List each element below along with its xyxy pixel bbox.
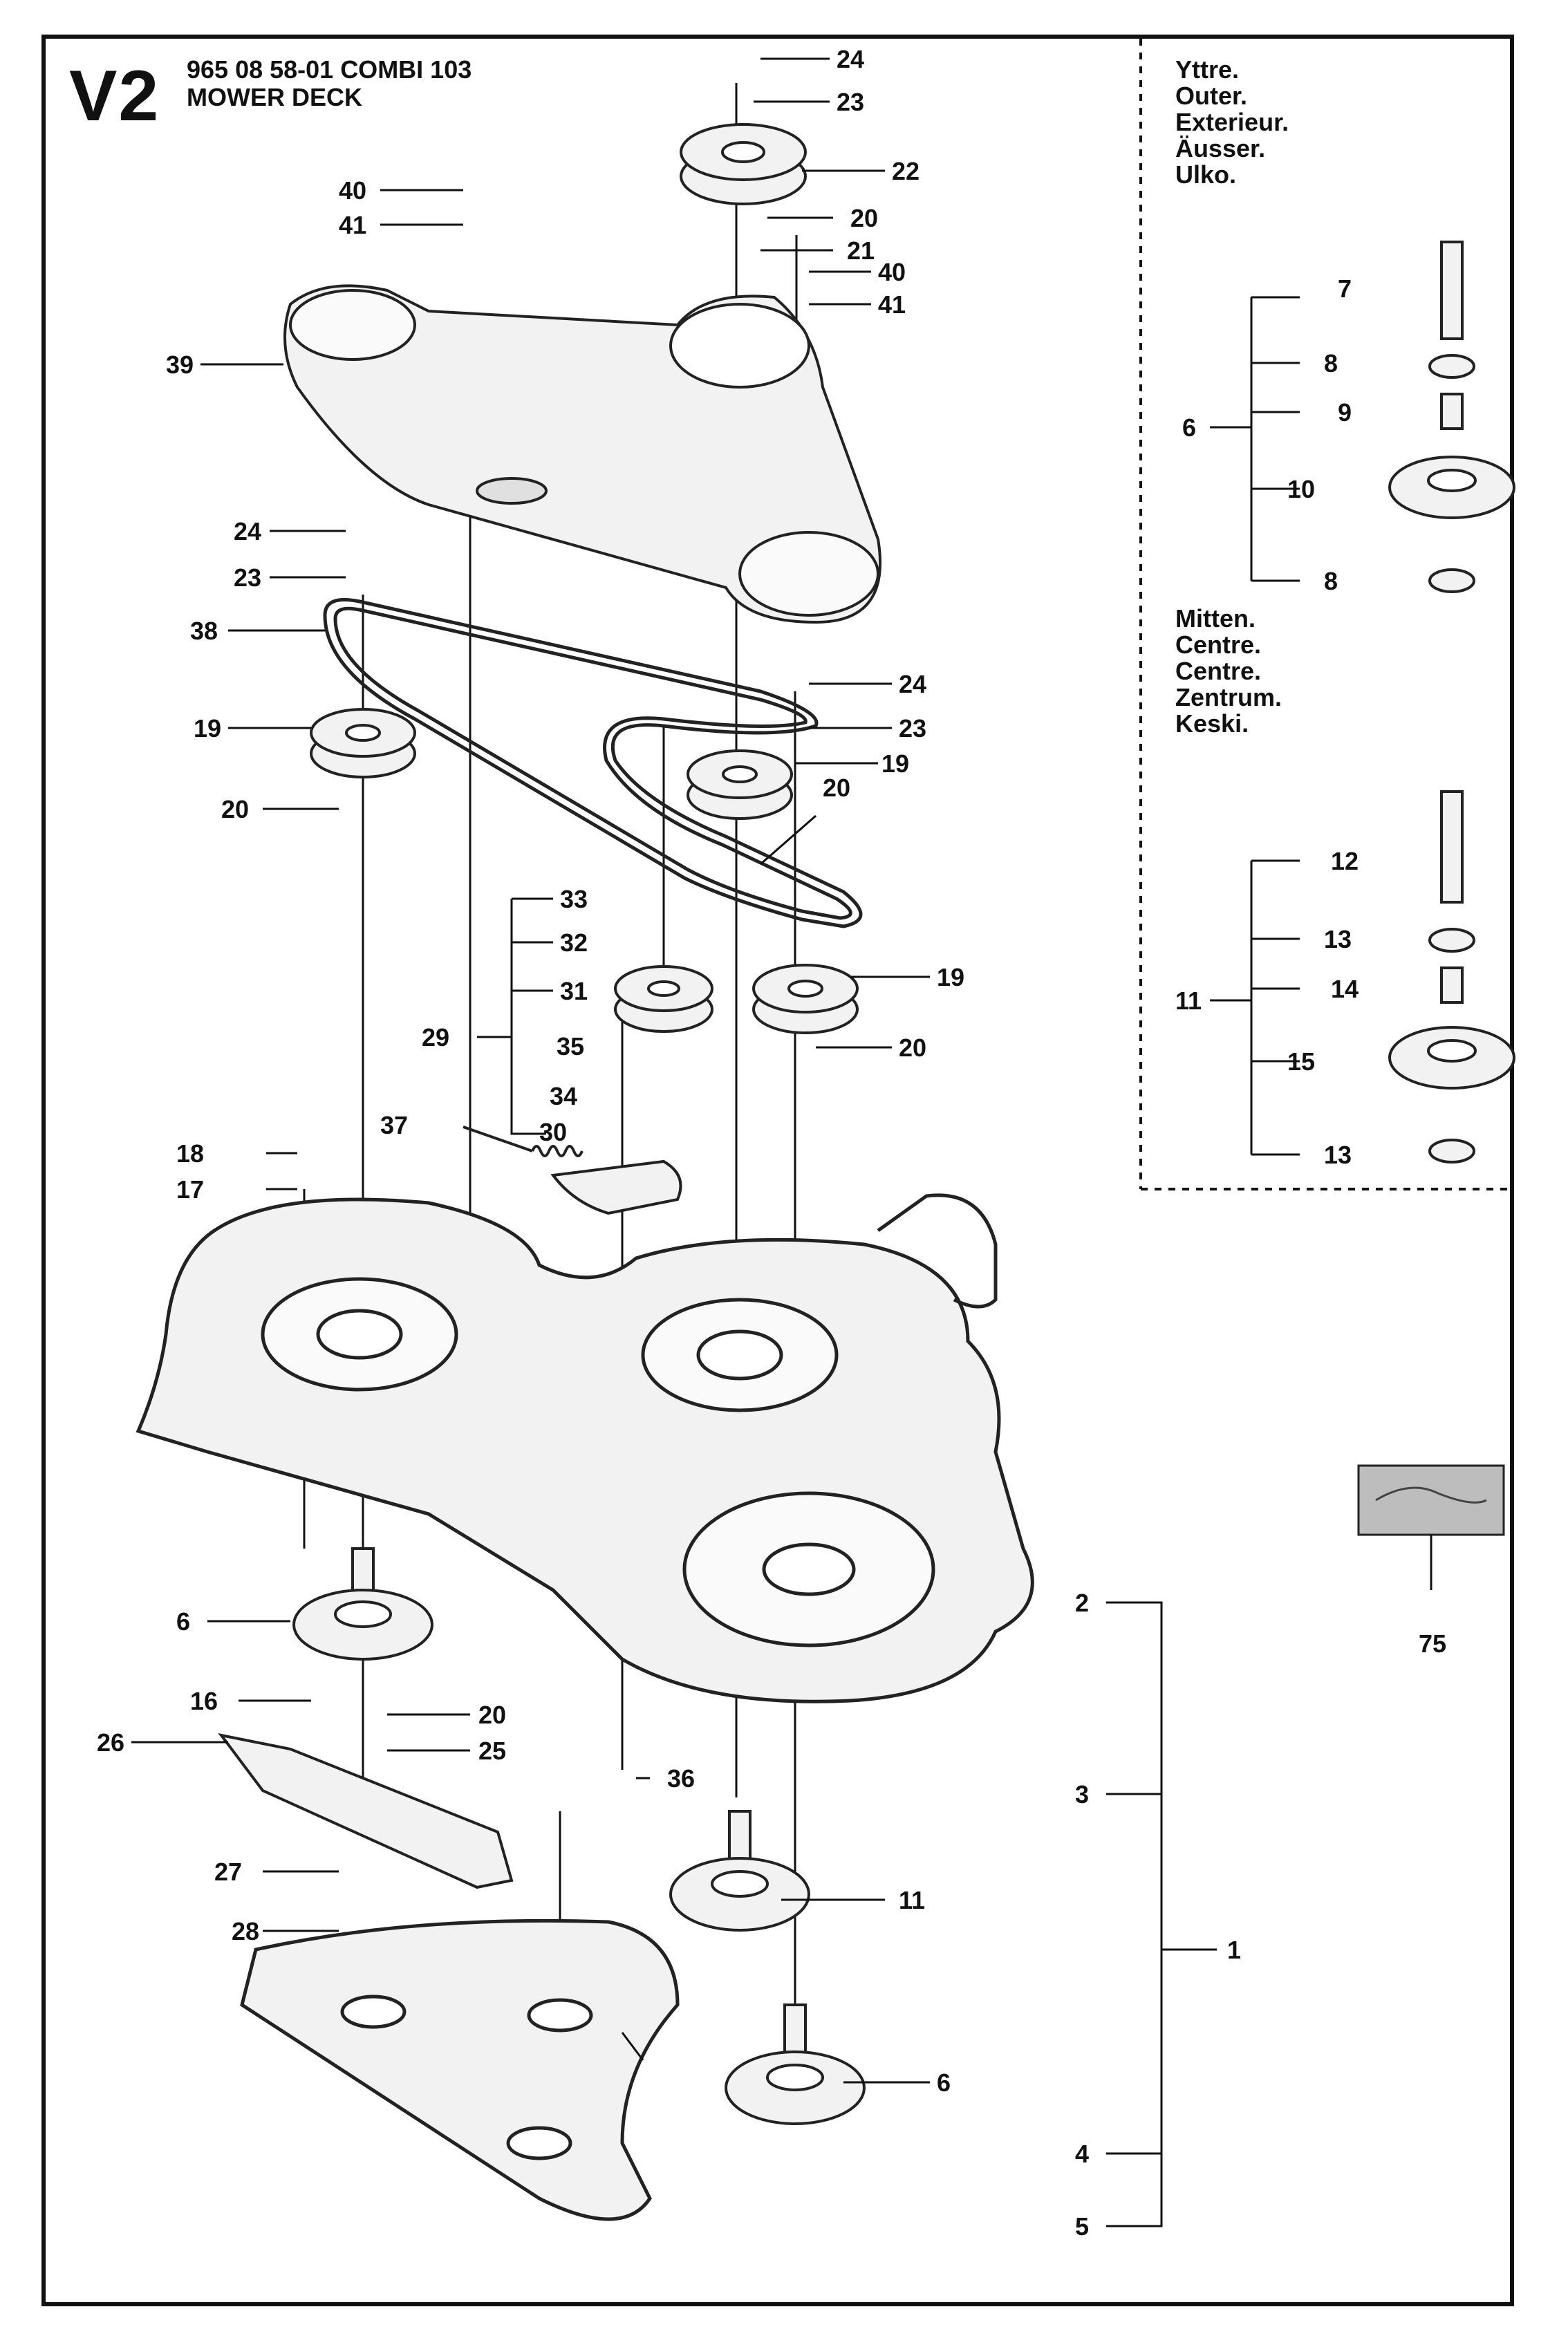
callout-label: 4 [1075, 2140, 1089, 2168]
callout-label: 3 [1075, 1780, 1089, 1809]
callout-label: 15 [1287, 1047, 1315, 1076]
pulley-top [680, 123, 807, 205]
inset-centre-spindle [1388, 790, 1515, 1164]
callout-label: 2 [1075, 1589, 1089, 1617]
callout-label: 12 [1331, 847, 1359, 875]
callout-label: 41 [339, 211, 366, 239]
callout-label: 36 [667, 1764, 695, 1793]
bracket-lines [477, 296, 1300, 2227]
callout-label: 40 [878, 258, 906, 286]
inset-divider [1139, 39, 1513, 1190]
callout-label: 7 [1338, 274, 1352, 303]
callout-label: 75 [1419, 1629, 1446, 1658]
callout-label: 23 [899, 714, 926, 742]
callout-label: 22 [892, 157, 920, 185]
v-belt [323, 598, 863, 928]
callout-label: 25 [478, 1737, 506, 1765]
callout-label: 24 [234, 517, 261, 545]
legend-outer-line: Ulko. [1175, 160, 1237, 189]
callout-label: 8 [1324, 567, 1338, 595]
callout-label: 5 [1075, 2212, 1089, 2241]
callout-label: 19 [937, 963, 964, 991]
callout-label: 20 [823, 774, 850, 802]
leader-lines [131, 57, 930, 2084]
legend-outer-line: Äusser. [1175, 134, 1266, 162]
callout-label: 13 [1324, 925, 1352, 953]
callout-label: 30 [539, 1118, 567, 1146]
callout-label: 41 [878, 290, 906, 319]
legend-centre: Mitten. Centre. Centre. Zentrum. Keski. [1175, 606, 1282, 737]
callout-label: 33 [560, 885, 588, 913]
legend-centre-line: Keski. [1175, 709, 1249, 738]
callout-label: 11 [1175, 987, 1202, 1015]
callout-label: 9 [1338, 398, 1352, 427]
callout-label: 6 [176, 1607, 190, 1636]
callout-label: 8 [1324, 349, 1338, 377]
page-code: V2 [69, 56, 160, 136]
callout-label: 19 [881, 749, 909, 778]
callout-label: 20 [478, 1701, 506, 1729]
callout-label: 34 [550, 1082, 577, 1110]
tension-spring [463, 1125, 584, 1157]
legend-outer-line: Outer. [1175, 82, 1248, 110]
legend-outer-line: Yttre. [1175, 55, 1240, 84]
callout-label: 10 [1287, 475, 1315, 503]
callout-label: 23 [234, 563, 261, 592]
deflector-plate [240, 1918, 680, 2221]
page-title: MOWER DECK [187, 83, 362, 111]
legend-outer: Yttre. Outer. Exterieur. Äusser. Ulko. [1175, 57, 1289, 188]
callout-label: 17 [176, 1175, 204, 1204]
belt-cover [283, 284, 882, 624]
callout-label: 38 [190, 617, 218, 645]
part-number: 965 08 58-01 COMBI 103 [187, 55, 472, 84]
callout-labels: 24 23 22 20 21 40 41 40 41 39 24 23 38 1… [97, 45, 1446, 2241]
cutting-blade [218, 1733, 514, 1889]
diagram-frame [41, 35, 1514, 2306]
legend-centre-line: Centre. [1175, 657, 1262, 685]
pulley-left [310, 708, 416, 778]
callout-label: 20 [899, 1034, 926, 1062]
callout-label: 11 [899, 1886, 925, 1914]
pulley-centre [687, 749, 793, 820]
callout-label: 28 [232, 1917, 259, 1945]
callout-label: 32 [560, 928, 588, 957]
callout-label: 29 [422, 1023, 449, 1052]
legend-outer-line: Exterieur. [1175, 108, 1289, 136]
callout-label: 31 [560, 977, 588, 1005]
callout-label: 20 [850, 204, 878, 232]
callout-label: 39 [166, 351, 194, 379]
legend-centre-line: Zentrum. [1175, 683, 1282, 711]
callout-label: 24 [899, 670, 926, 698]
pulley-tensioner [614, 965, 713, 1033]
spindle-housing-left [292, 1547, 433, 1661]
callout-label: 26 [97, 1728, 124, 1757]
tensioner-arm [550, 1159, 682, 1215]
spindle-housing-right [725, 2003, 866, 2125]
callout-label: 14 [1331, 975, 1359, 1003]
mower-deck-housing [136, 1193, 1034, 1703]
belt-routing-decal [1357, 1464, 1505, 1590]
callout-label: 23 [837, 88, 864, 116]
callout-label: 1 [1227, 1936, 1241, 1964]
spindle-housing-centre [669, 1810, 810, 1932]
callout-label: 24 [837, 45, 864, 73]
callout-label: 20 [221, 795, 249, 823]
callout-label: 19 [194, 714, 221, 742]
callout-label: 6 [1182, 413, 1196, 442]
callout-label: 6 [937, 2068, 951, 2097]
callout-label: 16 [190, 1687, 218, 1715]
callout-label: 21 [847, 236, 875, 265]
callout-label: 35 [557, 1032, 584, 1061]
legend-centre-line: Mitten. [1175, 604, 1256, 633]
pulley-right [752, 964, 859, 1034]
callout-label: 40 [339, 176, 366, 205]
callout-label: 27 [214, 1858, 242, 1886]
legend-centre-line: Centre. [1175, 630, 1262, 659]
callout-label: 37 [380, 1111, 408, 1139]
inset-outer-spindle [1388, 241, 1515, 593]
callout-label: 18 [176, 1139, 204, 1168]
callout-label: 13 [1324, 1141, 1352, 1169]
